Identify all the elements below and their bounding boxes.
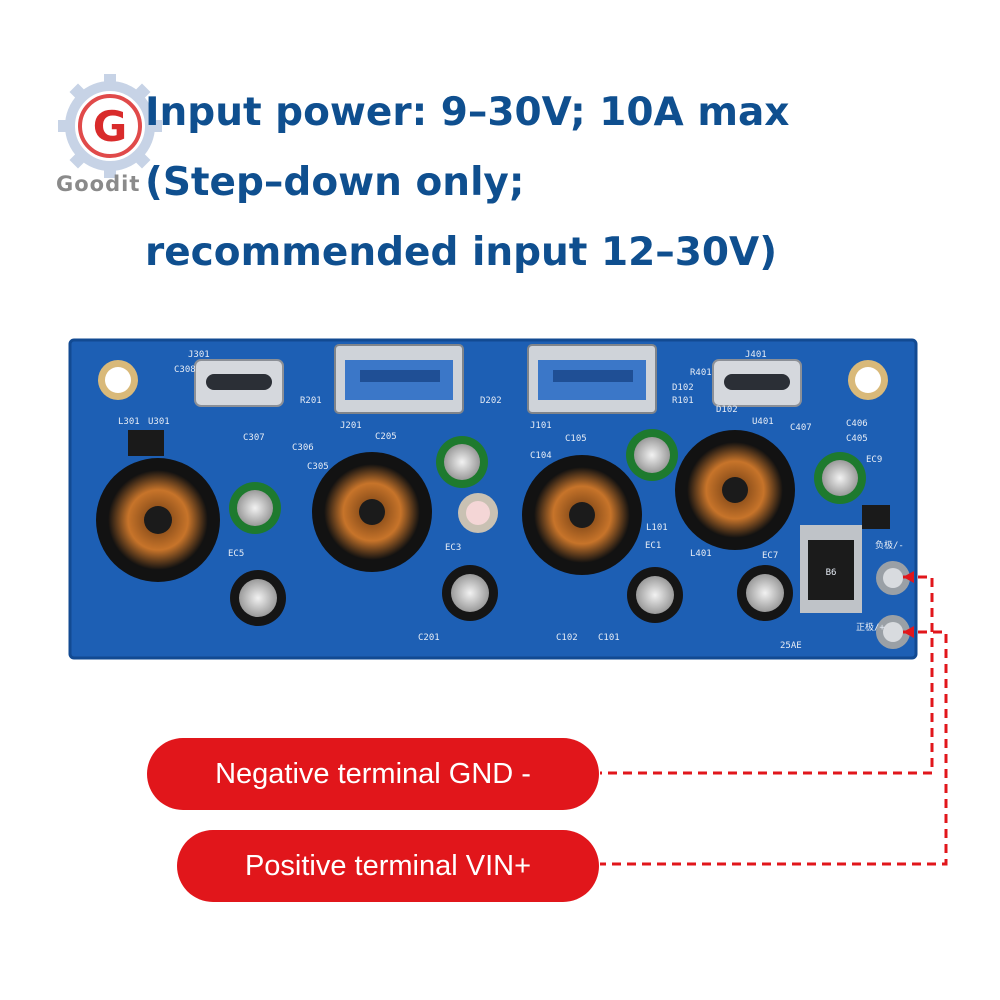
usb-a-port-left bbox=[334, 344, 464, 414]
capacitor-black-2 bbox=[442, 565, 498, 621]
diode: B6 bbox=[800, 525, 862, 613]
silk-c308: C308 bbox=[174, 365, 196, 375]
silk-ec3: EC3 bbox=[445, 543, 461, 553]
capacitor-green-1 bbox=[229, 482, 281, 534]
silk-l401: L401 bbox=[690, 549, 712, 559]
capacitor-green-3 bbox=[626, 429, 678, 481]
mounting-hole-right bbox=[848, 360, 888, 400]
silk-d102: D102 bbox=[672, 383, 694, 393]
pcb bbox=[70, 340, 916, 658]
silk-c104: C104 bbox=[530, 451, 552, 461]
arrow-negative-icon bbox=[903, 571, 914, 583]
wire-negative bbox=[600, 575, 934, 775]
silk-d102b: D102 bbox=[716, 405, 738, 415]
capacitor-black-3 bbox=[627, 567, 683, 623]
silk-ec7: EC7 bbox=[762, 551, 778, 561]
mounting-hole-left bbox=[98, 360, 138, 400]
capacitor-green-2 bbox=[436, 436, 488, 488]
headline: Input power: 9–30V; 10A max (Step–down o… bbox=[145, 78, 975, 288]
silk-d202: D202 bbox=[480, 396, 502, 406]
inductor-1 bbox=[96, 458, 220, 582]
silk-c105: C105 bbox=[565, 434, 587, 444]
wire-positive bbox=[600, 630, 948, 866]
gear-icon: G bbox=[58, 74, 162, 178]
capacitor-black-1 bbox=[230, 570, 286, 626]
capacitor-green-4 bbox=[814, 452, 866, 504]
callout-negative: Negative terminal GND - bbox=[147, 738, 599, 810]
terminal-pos-label: 正极/+ bbox=[856, 621, 885, 633]
logo-text: Goodit bbox=[56, 172, 141, 196]
silk-c407: C407 bbox=[790, 423, 812, 433]
headline-line-2: (Step–down only; bbox=[145, 160, 525, 205]
silk-c406: C406 bbox=[846, 419, 868, 429]
ic-u301 bbox=[128, 430, 164, 456]
silk-c305: C305 bbox=[307, 462, 329, 472]
arrow-positive-icon bbox=[903, 626, 914, 638]
silk-c201: C201 bbox=[418, 633, 440, 643]
ic-q101 bbox=[862, 505, 890, 529]
board-marking: 25AE bbox=[780, 641, 802, 651]
usb-c-port-left bbox=[194, 359, 284, 407]
silk-r201: R201 bbox=[300, 396, 322, 406]
center-hole bbox=[458, 493, 498, 533]
silk-u401: U401 bbox=[752, 417, 774, 427]
silk-j201: J201 bbox=[340, 421, 362, 431]
silk-l101: L101 bbox=[646, 523, 668, 533]
silk-u301: U301 bbox=[148, 417, 170, 427]
silk-j401: J401 bbox=[745, 350, 767, 360]
terminal-neg-label: 负极/- bbox=[875, 539, 904, 551]
inductor-2 bbox=[312, 452, 432, 572]
callout-positive: Positive terminal VIN+ bbox=[177, 830, 599, 902]
inductor-4 bbox=[675, 430, 795, 550]
silk-c405: C405 bbox=[846, 434, 868, 444]
silk-c307: C307 bbox=[243, 433, 265, 443]
silk-c306: C306 bbox=[292, 443, 314, 453]
silk-c102: C102 bbox=[556, 633, 578, 643]
terminal-positive bbox=[876, 615, 910, 649]
silk-l301: L301 bbox=[118, 417, 140, 427]
silk-c205: C205 bbox=[375, 432, 397, 442]
headline-line-3: recommended input 12–30V) bbox=[145, 230, 778, 275]
silk-j101: J101 bbox=[530, 421, 552, 431]
silk-j301: J301 bbox=[188, 350, 210, 360]
logo-letter: G bbox=[93, 102, 127, 151]
inductor-3 bbox=[522, 455, 642, 575]
silk-r401: R401 bbox=[690, 368, 712, 378]
diode-marking: B6 bbox=[826, 568, 837, 578]
silk-r101: R101 bbox=[672, 396, 694, 406]
brand-logo: G bbox=[48, 66, 168, 206]
capacitor-black-4 bbox=[737, 565, 793, 621]
silk-ec5: EC5 bbox=[228, 549, 244, 559]
terminal-negative bbox=[876, 561, 910, 595]
silk-ec1: EC1 bbox=[645, 541, 661, 551]
silk-c101: C101 bbox=[598, 633, 620, 643]
silk-ec9: EC9 bbox=[866, 455, 882, 465]
headline-line-1: Input power: 9–30V; 10A max bbox=[145, 90, 790, 135]
usb-a-port-right bbox=[527, 344, 657, 414]
usb-c-port-right bbox=[712, 359, 802, 407]
